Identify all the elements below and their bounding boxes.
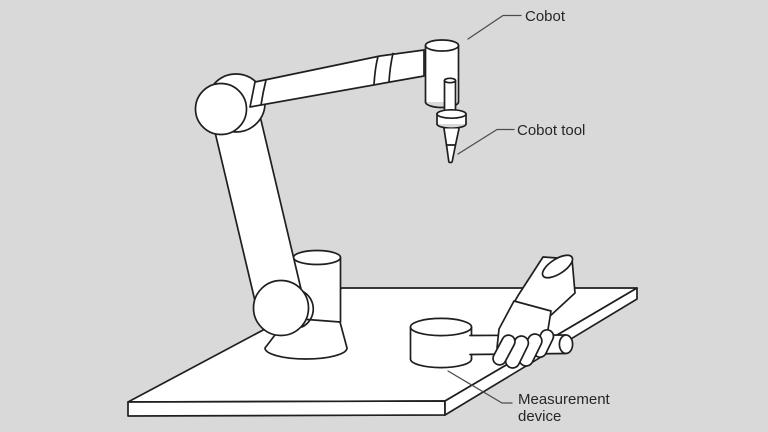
cobot-tool-rod [443,77,457,115]
upper-arm-segment-line-3 [388,52,394,83]
cobot-label: Cobot [525,8,566,25]
upper-arm-segment-line-1 [260,79,267,106]
measurement-device-leader-line [447,370,513,404]
annotations: Cobot Cobot tool Measurement device [447,8,611,425]
robot-upper-arm-link [249,49,425,108]
cobot-tool-label: Cobot tool [517,122,585,139]
table-front-face [127,400,446,417]
finger-1 [492,334,516,366]
cobot-tool-flange [436,108,467,130]
upper-arm-segment-line-2 [373,55,379,86]
cobot-tool-tip [443,127,460,164]
cobot-leader-line [467,14,522,40]
measurement-device-label-line1: Measurement [518,391,611,408]
arm-opening-rim [541,254,574,279]
shoulder-joint-arc [301,290,315,328]
measurement-device-group [409,254,576,369]
measurement-device-cylinder [409,317,473,369]
human-hand-fingers [492,328,555,369]
robot-elbow-joint-front [194,82,248,136]
measurement-device-label-line2: device [518,408,561,425]
cobot-robot [194,39,467,360]
robot-shoulder-joint [252,279,310,337]
cobot-tool-leader-line [457,128,515,155]
